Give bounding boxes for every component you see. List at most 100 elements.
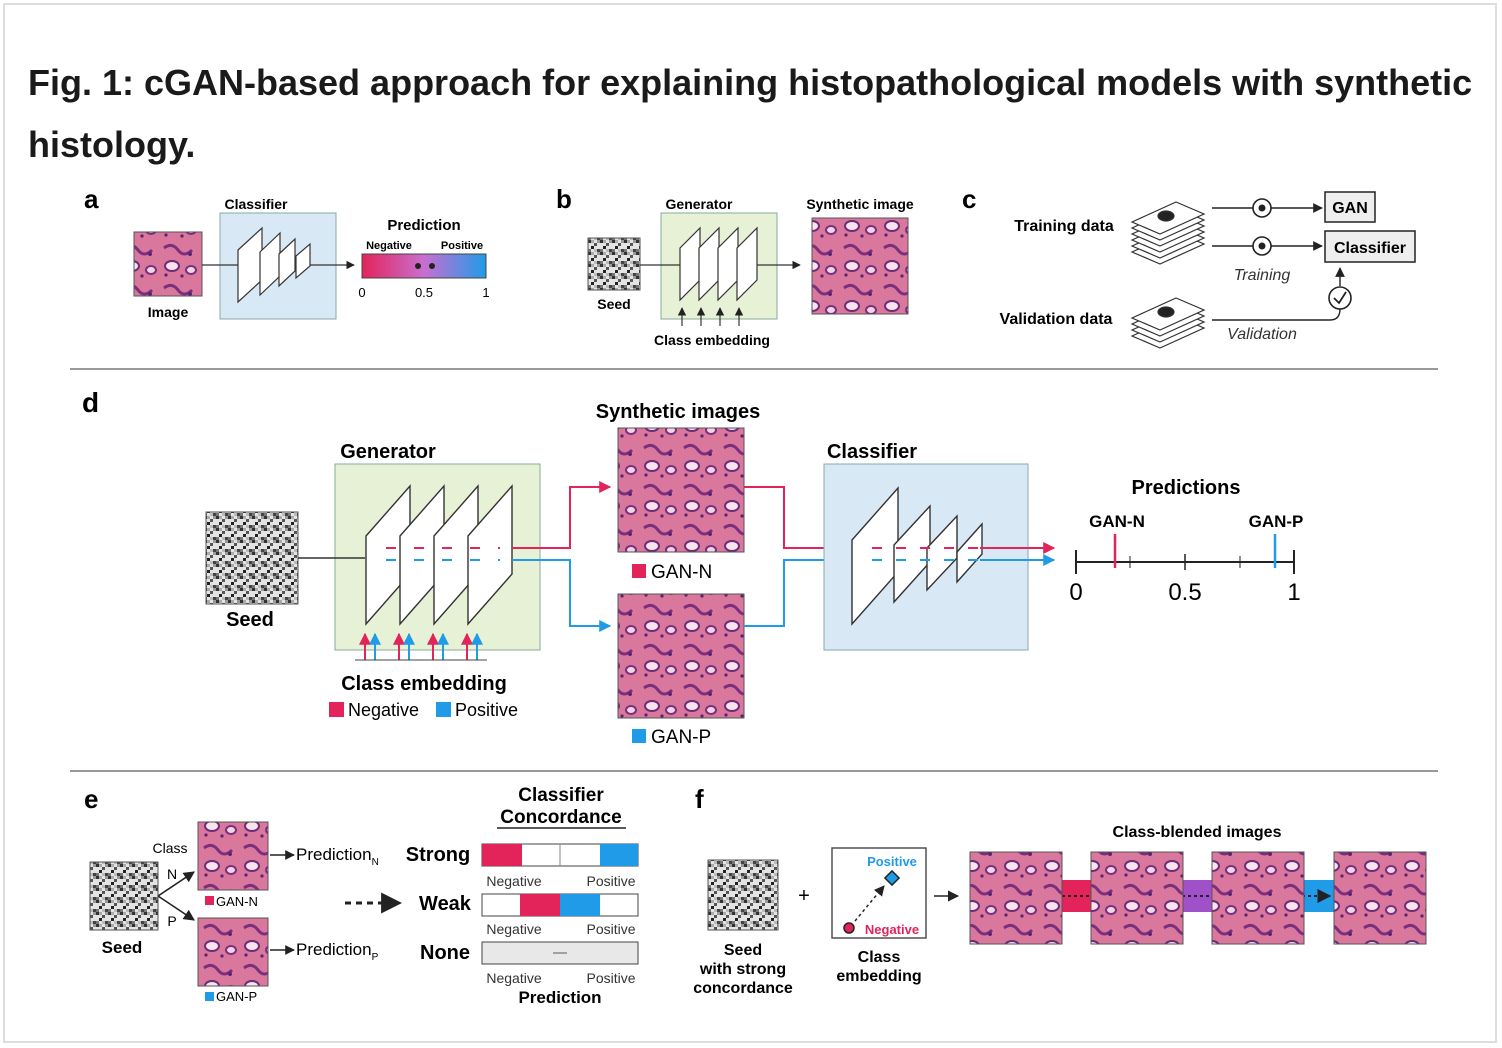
panel-d-class-embedding-label: Class embedding	[341, 673, 507, 695]
panel-c-validation-data-label: Validation data	[1000, 311, 1113, 328]
panel-e-weak-negative	[520, 894, 560, 916]
panel-a-positive-label: Positive	[441, 240, 483, 252]
panel-d-generator-label: Generator	[340, 441, 436, 463]
panel-a-tick-0: 0	[358, 285, 365, 300]
panel-f-blended-image-1	[969, 851, 1063, 945]
panel-e-concordance-title-2: Concordance	[500, 807, 621, 828]
panel-f-seed-image	[707, 859, 779, 931]
panel-d-axis-tick-05: 0.5	[1168, 579, 1201, 606]
panel-d-gan-p-prediction-label: GAN-P	[1249, 512, 1304, 531]
panel-c-gan-box	[1324, 191, 1376, 223]
panel-d-negative-path-to-image	[512, 481, 612, 549]
panel-f-blended-label: Class-blended images	[1113, 824, 1282, 841]
panel-b-generator-layers	[679, 226, 758, 302]
panel-a-prediction-bar	[361, 253, 487, 279]
panel-d-legend-positive-swatch	[436, 702, 451, 717]
panel-d-positive-path-to-classifier	[744, 554, 848, 627]
panel-c-validation-curve	[1329, 308, 1341, 321]
panel-d-generator-layers	[365, 484, 513, 626]
panel-b-synthetic-label: Synthetic image	[806, 196, 914, 212]
panel-c-check-icon	[1328, 286, 1352, 310]
panel-f-class-line1: Class	[858, 949, 901, 966]
panel-e-gan-p-label: GAN-P	[216, 989, 257, 1004]
panel-e-seed-image	[89, 861, 159, 931]
panel-e-weak-positive	[560, 894, 600, 916]
panel-a-letter: a	[84, 184, 99, 214]
panel-d-generator-internal-lines	[386, 547, 500, 561]
panel-f-positive-label: Positive	[867, 854, 917, 869]
panel-d-gan-n-image	[617, 427, 745, 553]
panel-d-axis-tick-1: 1	[1287, 579, 1300, 606]
panel-e-strong-negative	[482, 844, 522, 866]
panel-a-image	[133, 231, 203, 297]
panel-e-weak-label: Weak	[419, 893, 472, 915]
panel-f-blend-band-1	[1062, 880, 1094, 912]
panel-d-legend-negative: Negative	[348, 700, 419, 720]
panel-e-seed-label: Seed	[102, 938, 143, 957]
panel-e-gan-n-image	[197, 821, 269, 891]
panel-f-blend-band-2	[1182, 880, 1214, 912]
panel-c-training-label: Training	[1234, 267, 1291, 284]
panel-f-blended-image-4	[1333, 851, 1427, 945]
panel-a-prediction-label: Prediction	[387, 217, 460, 234]
panel-a-negative-label: Negative	[366, 240, 412, 252]
panel-f-negative-label: Negative	[865, 922, 919, 937]
panel-f-seed-line1: Seed	[724, 942, 762, 959]
panel-d-gan-p-label: GAN-P	[651, 727, 711, 748]
panel-a-classifier-layers	[237, 226, 311, 304]
panel-c-check-mark	[1333, 291, 1347, 305]
panel-b-letter: b	[556, 184, 572, 214]
panel-f-blended-image-2	[1090, 851, 1184, 945]
panel-d-synthetic-images-label: Synthetic images	[596, 401, 761, 423]
panel-d-negative-path-to-classifier	[744, 486, 848, 554]
panel-c-training-stack	[1130, 201, 1206, 265]
panel-d-seed-label: Seed	[226, 609, 274, 631]
panel-d: d Seed Generator Class embedding	[82, 387, 1303, 748]
panel-d-classifier-internal-lines	[872, 547, 990, 561]
panel-e-weak-negative-label: Negative	[486, 921, 541, 937]
panel-f-plus: +	[798, 885, 810, 907]
panel-d-legend-positive: Positive	[455, 700, 518, 720]
panel-a-dot-right	[429, 263, 435, 269]
panel-c-validation-label: Validation	[1227, 326, 1297, 343]
panel-e-n-label: N	[167, 866, 177, 882]
panel-c-gan-label: GAN	[1332, 200, 1368, 217]
panel-a-tick-05: 0.5	[415, 285, 433, 300]
panel-f-letter: f	[695, 784, 704, 814]
panel-e-letter: e	[84, 784, 98, 814]
panel-d-gan-n-prediction-label: GAN-N	[1089, 512, 1145, 531]
panel-e-prediction-n-label: PredictionN	[296, 845, 379, 868]
panel-d-gan-p-swatch	[632, 729, 646, 743]
panel-e-gan-n-swatch	[205, 896, 214, 905]
panel-e-arrow-p	[157, 895, 195, 921]
panel-f-seed-line3: concordance	[693, 980, 793, 997]
panel-e-weak-positive-label: Positive	[586, 921, 635, 937]
panel-e-class-label: Class	[152, 840, 187, 856]
panel-c-letter: c	[962, 184, 976, 214]
panel-f-blended-image-3	[1211, 851, 1305, 945]
panel-f-positive-marker	[883, 869, 901, 887]
panel-d-gan-p-image	[617, 593, 745, 719]
panel-d-seed-image	[205, 511, 299, 605]
panel-e-strong-label: Strong	[406, 844, 470, 866]
panel-b-embedding-arrows	[677, 307, 744, 326]
panel-d-legend-negative-swatch	[329, 702, 344, 717]
panel-a-dot-left	[415, 263, 421, 269]
panel-c-classifier-label: Classifier	[1334, 240, 1406, 257]
figure-frame	[3, 3, 1497, 1043]
panel-e-strong-positive	[600, 844, 638, 866]
panel-d-embedding-arrows	[355, 632, 487, 661]
panel-b: b Seed Generator Class embedding Synthet…	[556, 184, 914, 348]
panel-b-generator-label: Generator	[666, 196, 733, 212]
panel-d-predictions-label: Predictions	[1132, 477, 1241, 499]
panel-b-seed-image	[587, 237, 641, 291]
panel-d-gan-n-label: GAN-N	[651, 562, 712, 583]
panel-c-classifier-box	[1324, 230, 1416, 263]
panel-b-seed-label: Seed	[597, 296, 630, 312]
panel-e-none-positive-label: Positive	[586, 970, 635, 986]
panel-e-p-label: P	[167, 913, 176, 929]
panel-c-gear-icons	[1252, 198, 1272, 256]
panel-d-axis-tick-0: 0	[1069, 579, 1082, 606]
panel-f-blend-band-3	[1302, 880, 1334, 912]
